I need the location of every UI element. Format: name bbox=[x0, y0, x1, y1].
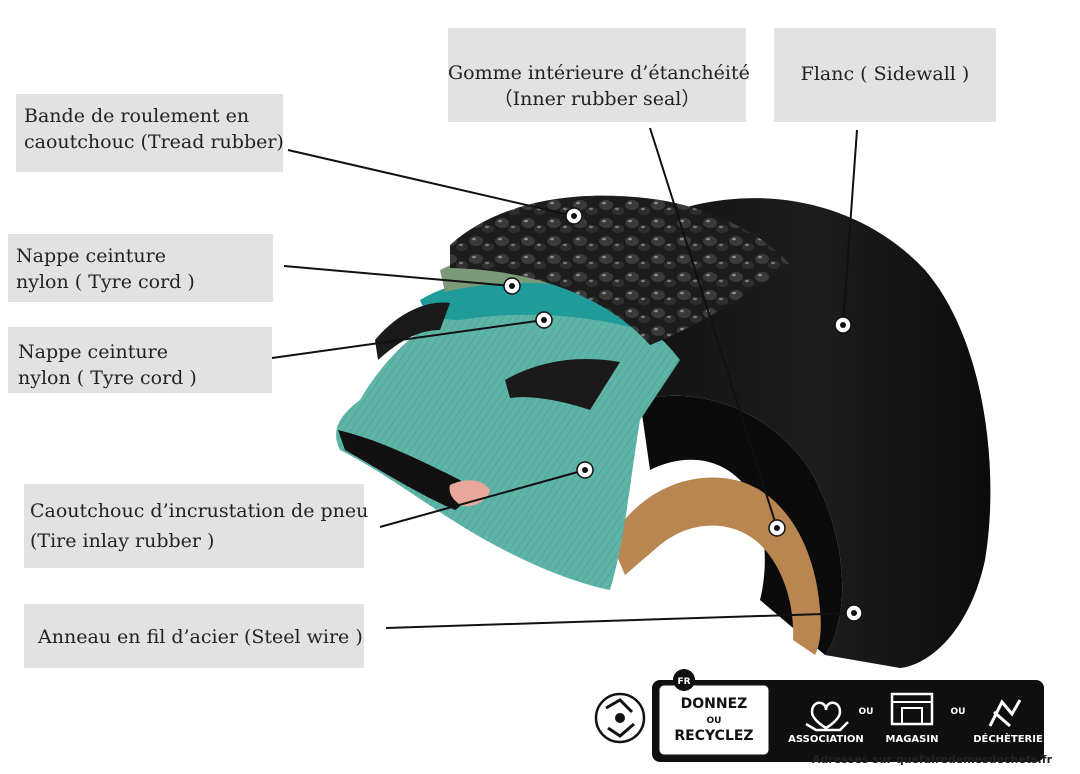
breaker-strip-2 bbox=[505, 359, 620, 410]
leader-lines bbox=[271, 127, 858, 629]
label-tyre-cord-2: Nappe ceinture nylon ( Tyre cord ) bbox=[8, 327, 272, 393]
marker-dots bbox=[503, 207, 863, 622]
label-tread-rubber: Bande de roulement en caoutchouc (Tread … bbox=[16, 94, 284, 172]
inner-liner bbox=[338, 430, 467, 510]
label-tread-line1: Bande de roulement en bbox=[24, 105, 250, 127]
badge-line2: OU bbox=[707, 716, 722, 726]
label-tyre-cord-1-line2: nylon ( Tyre cord ) bbox=[16, 271, 195, 293]
label-inlay-line2: (Tire inlay rubber ) bbox=[30, 530, 215, 552]
badge-line1: DONNEZ bbox=[681, 696, 748, 712]
badge-or2: OU bbox=[951, 707, 966, 717]
label-inlay-line1: Caoutchouc d’incrustation de pneu bbox=[30, 500, 369, 522]
label-seal-line2: （Inner rubber seal） bbox=[493, 88, 701, 110]
recycle-footer-text: Adresses sur quefairedemesdechets.fr bbox=[812, 753, 1053, 766]
label-sidewall: Flanc ( Sidewall ) bbox=[774, 28, 996, 122]
label-seal-line1: Gomme intérieure d’étanchéité bbox=[448, 62, 750, 84]
label-steel-wire: Anneau en fil d’acier (Steel wire ) bbox=[24, 604, 364, 668]
label-tyre-cord-1: Nappe ceinture nylon ( Tyre cord ) bbox=[8, 234, 273, 302]
label-inner-rubber-seal: Gomme intérieure d’étanchéité （Inner rub… bbox=[448, 28, 750, 122]
badge-country: FR bbox=[677, 677, 690, 687]
badge-option3: DÉCHÈTERIE bbox=[973, 732, 1043, 745]
badge-option1: ASSOCIATION bbox=[788, 734, 864, 745]
label-tread-line2: caoutchouc (Tread rubber) bbox=[24, 131, 284, 153]
label-tyre-cord-2-line2: nylon ( Tyre cord ) bbox=[18, 367, 197, 389]
badge-line3: RECYCLEZ bbox=[674, 728, 753, 744]
badge-option2: MAGASIN bbox=[886, 734, 939, 745]
bead-layer bbox=[610, 477, 821, 655]
label-tyre-cord-1-line1: Nappe ceinture bbox=[16, 245, 166, 267]
recycle-badge: FR DONNEZ OU RECYCLEZ ASSOCIATION OU MAG… bbox=[594, 669, 1044, 762]
tread-shape bbox=[450, 195, 790, 345]
waste-icon bbox=[988, 699, 1022, 728]
badge-white-box bbox=[656, 682, 772, 758]
label-sidewall-line1: Flanc ( Sidewall ) bbox=[800, 63, 970, 85]
label-tyre-cord-2-line1: Nappe ceinture bbox=[18, 341, 168, 363]
association-icon bbox=[810, 701, 842, 730]
badge-or1: OU bbox=[859, 707, 874, 717]
breaker-strip bbox=[375, 302, 450, 360]
label-inlay-rubber: Caoutchouc d’incrustation de pneu (Tire … bbox=[24, 484, 369, 568]
label-steel-line1: Anneau en fil d’acier (Steel wire ) bbox=[38, 626, 363, 648]
